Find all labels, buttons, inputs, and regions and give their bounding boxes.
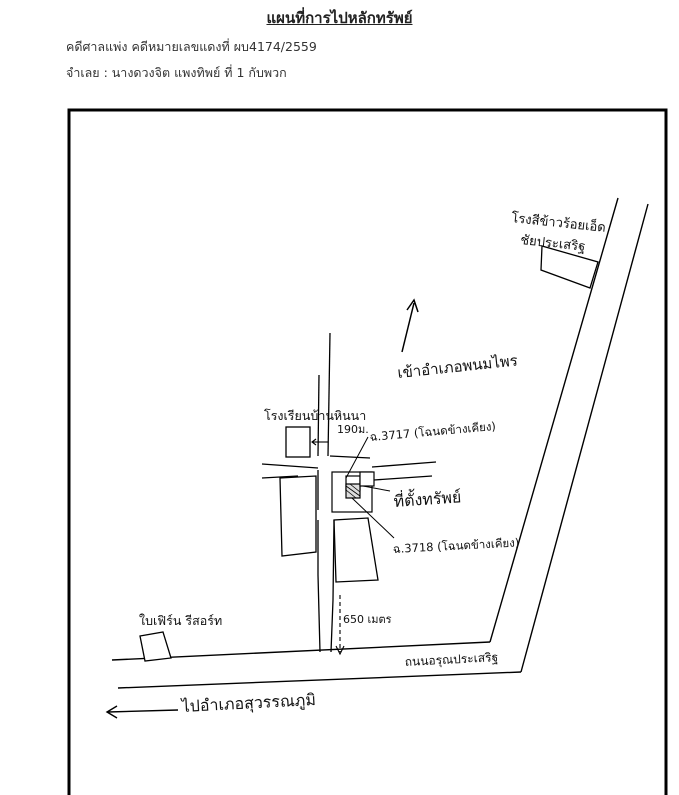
- left-block: [279, 475, 317, 557]
- leader-lines: [345, 436, 395, 539]
- to-suwannaphum-label: ไปอำเภอสุวรรณภูมิ: [179, 690, 316, 717]
- diagonal-road: [489, 197, 649, 673]
- property-location-label: ที่ตั้งทรัพย์: [393, 485, 462, 511]
- property-parcels: [331, 471, 375, 513]
- north-arrow-icon: [401, 298, 419, 353]
- arrow-left-icon: [105, 705, 179, 719]
- page-title: แผนที่การไปหลักทรัพย์: [266, 9, 413, 27]
- right-block: [333, 517, 379, 583]
- rice-mill-label: โรงสีข้าวร้อยเอ็ด: [511, 208, 607, 236]
- map-frame: [67, 108, 668, 795]
- plot-3717-label: ฉ.3717 (โฉนดข้างเคียง): [369, 419, 496, 444]
- plot-3718-label: ฉ.3718 (โฉนดข้างเคียง): [392, 535, 519, 556]
- distance-650-marker: [335, 595, 345, 656]
- to-phanom-phrai-label: เข้าอำเภอพนมไพร: [397, 351, 519, 382]
- defendant-line: จำเลย : นางดวงจิต แพงทิพย์ ที่ 1 กับพวก: [66, 65, 287, 80]
- distance-190-label: 190ม.: [337, 423, 369, 436]
- resort-building: [139, 631, 172, 662]
- cross-roads: [261, 455, 437, 481]
- main-road: [111, 641, 522, 689]
- school-building: [285, 426, 311, 458]
- rice-mill-label-2: ชัยประเสริฐ: [520, 233, 586, 255]
- road-name-label: ถนนอรุณประเสริฐ: [404, 650, 498, 670]
- resort-label: ใบเฟิร์น รีสอร์ท: [139, 613, 222, 628]
- distance-650-label: 650 เมตร: [343, 613, 392, 626]
- school-label: โรงเรียนบ้านหินนา: [264, 408, 366, 423]
- case-number-line: คดีศาลแพ่ง คดีหมายเลขแดงที่ ผบ4174/2559: [66, 39, 317, 54]
- rice-mill-building: [540, 245, 599, 289]
